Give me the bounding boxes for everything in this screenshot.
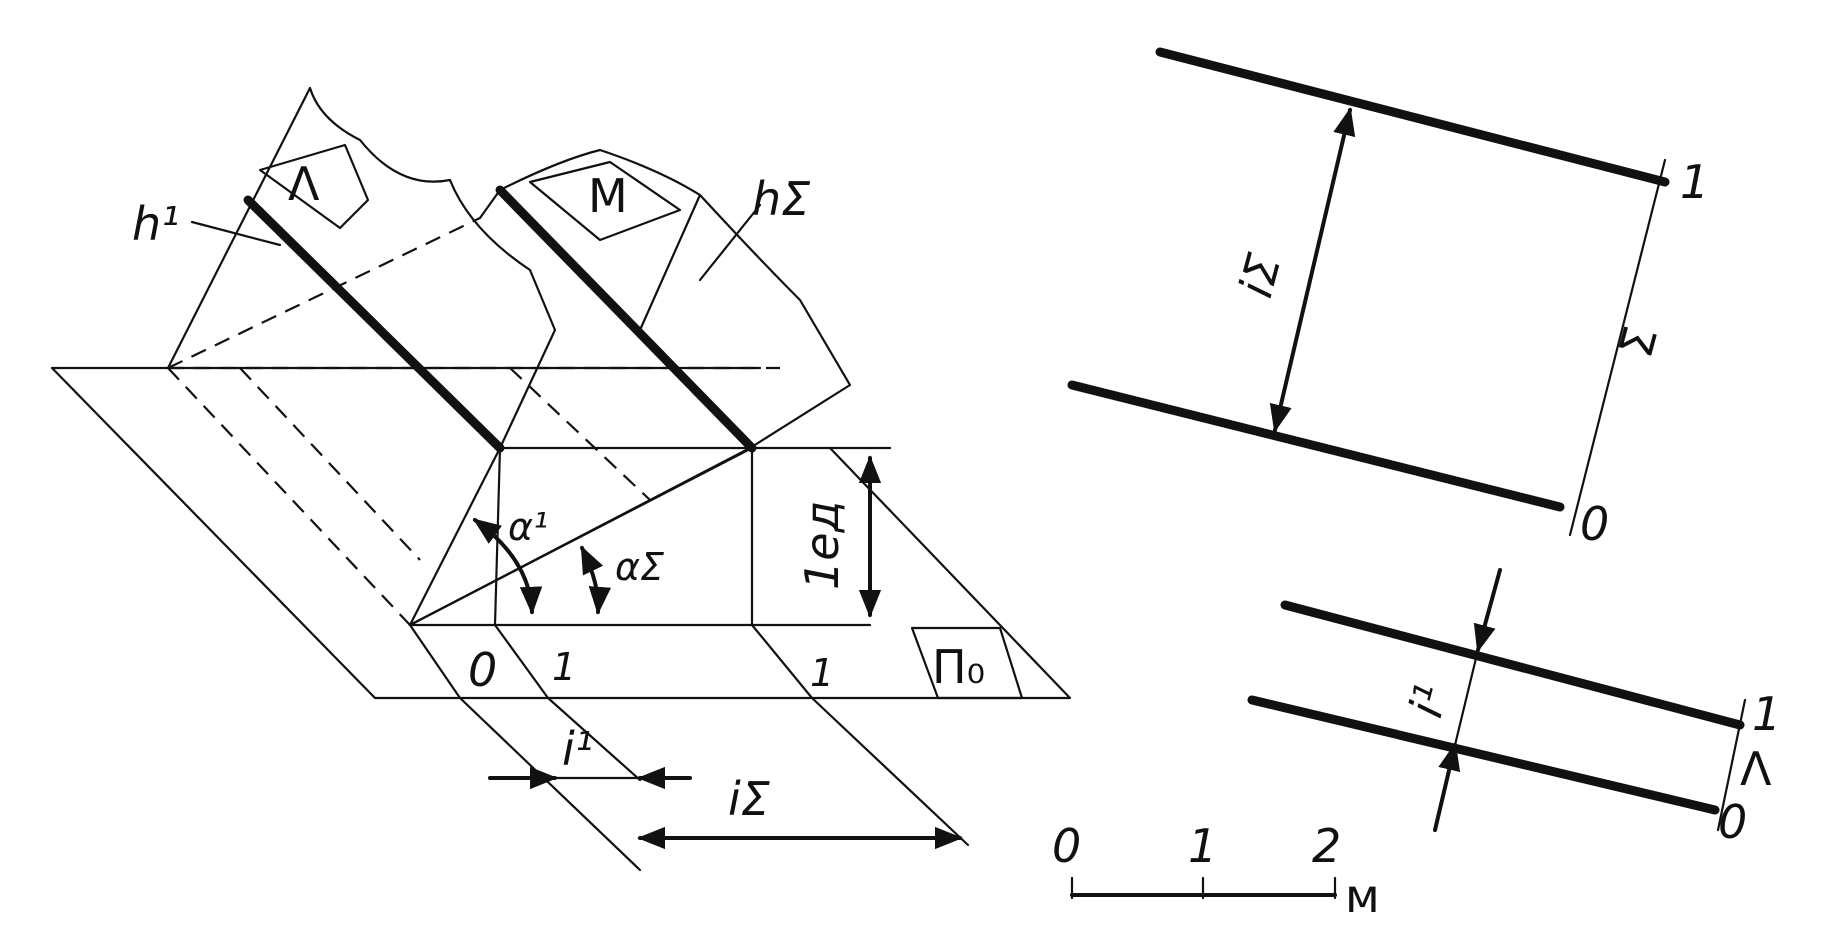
h-sigma-line bbox=[495, 185, 757, 453]
plane-m bbox=[408, 148, 852, 627]
right-top-view: iΣ 1 0 Σ bbox=[1067, 47, 1709, 551]
sigma-contour-1 bbox=[1155, 47, 1670, 187]
lambda-mark-1: 1 bbox=[1752, 687, 1781, 741]
i1-right-dim-top bbox=[1473, 568, 1502, 653]
plane-m-hidden bbox=[239, 367, 651, 561]
grad-1b-label: 1 bbox=[810, 651, 834, 695]
i1-right-label: i¹ bbox=[1398, 679, 1458, 723]
lambda-contour-1 bbox=[1280, 600, 1745, 730]
sigma-contour-0 bbox=[1067, 380, 1565, 512]
slope-line bbox=[408, 446, 754, 627]
alpha-sigma-arc bbox=[580, 545, 612, 615]
grad-0-label: 0 bbox=[468, 643, 497, 697]
sigma-scale-line bbox=[1568, 158, 1667, 537]
plane-lambda bbox=[166, 86, 557, 627]
alpha1-label: α¹ bbox=[508, 505, 548, 549]
lambda-label: Λ bbox=[288, 157, 320, 211]
i-sigma-label: iΣ bbox=[728, 772, 770, 826]
i1-label: i¹ bbox=[562, 722, 593, 776]
plane-lambda-hidden bbox=[167, 217, 481, 626]
sigma-mark-1: 1 bbox=[1680, 155, 1709, 209]
i-sigma-right-label: iΣ bbox=[1228, 248, 1291, 302]
scale-tick-1: 1 bbox=[1188, 819, 1217, 873]
i-sigma-right-dim bbox=[1269, 107, 1356, 433]
right-bottom-view: i¹ 1 Λ 0 bbox=[1247, 568, 1781, 849]
lambda-label-right: Λ bbox=[1740, 742, 1772, 796]
grad-1a-label: 1 bbox=[552, 645, 576, 689]
scale-tick-2: 2 bbox=[1312, 819, 1341, 873]
scale-unit: м bbox=[1345, 869, 1380, 923]
pi0-label: Π₀ bbox=[932, 640, 985, 694]
scale-bar: 0 1 2 м bbox=[1052, 819, 1380, 923]
i1-right-dim-bottom bbox=[1433, 742, 1461, 832]
sigma-mark-0: 0 bbox=[1580, 497, 1609, 551]
plane-m-line-top bbox=[638, 193, 702, 332]
lambda-mark-0: 0 bbox=[1718, 795, 1747, 849]
unit-height-label: 1ед bbox=[795, 501, 849, 590]
alpha-sigma-label: αΣ bbox=[615, 545, 664, 589]
lambda-contour-0 bbox=[1247, 695, 1720, 815]
grade-strips bbox=[408, 623, 970, 872]
alpha1-arc bbox=[472, 518, 543, 615]
h1-line bbox=[243, 195, 505, 453]
unit-rectangle bbox=[408, 446, 892, 627]
h-sigma-label: hΣ bbox=[752, 172, 810, 226]
m-label: M bbox=[588, 169, 628, 223]
h1-label: h¹ bbox=[132, 197, 180, 251]
sigma-label: Σ bbox=[1608, 321, 1668, 363]
m-label-box bbox=[528, 160, 682, 242]
lambda-label-box bbox=[258, 143, 370, 230]
pi0-label-box bbox=[910, 626, 1024, 700]
left-view: h¹ hΣ Λ M 1ед α¹ αΣ Π₀ 0 1 1 i¹ iΣ bbox=[50, 86, 1072, 872]
lambda-scale-line bbox=[1716, 698, 1747, 832]
scale-tick-0: 0 bbox=[1052, 819, 1081, 873]
